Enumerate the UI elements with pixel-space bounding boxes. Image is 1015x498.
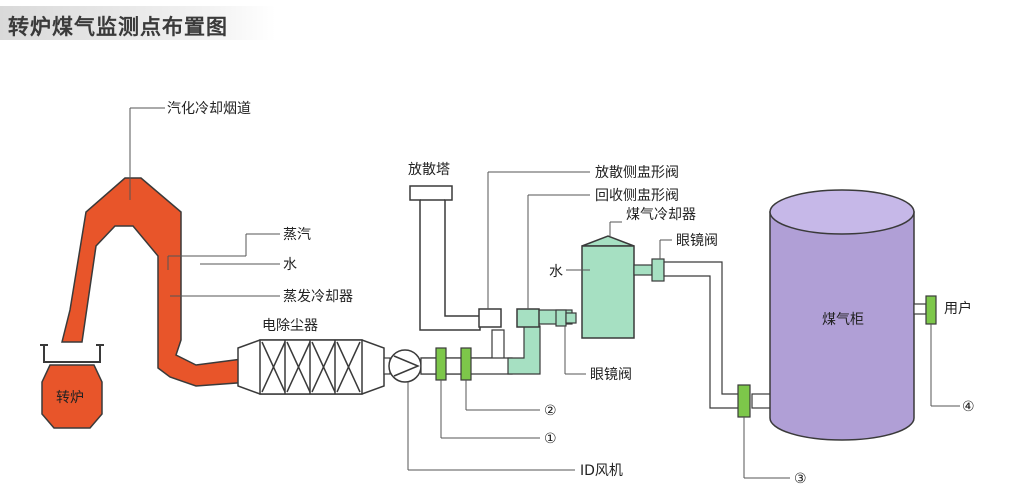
user-outlet: 用户 ④	[913, 295, 975, 415]
evap-cooler-labels: 蒸汽 水 蒸发冷却器	[167, 227, 353, 305]
cooler-water-label: 水	[549, 264, 563, 280]
precipitator: 电除尘器	[237, 318, 385, 395]
id-fan-label: ID风机	[580, 463, 623, 479]
diffusion-bell-valve	[478, 308, 502, 328]
steam-label: 蒸汽	[283, 227, 311, 243]
recovery-bell-valve	[516, 308, 540, 328]
recovery-valve-label: 回收侧盅形阀	[595, 188, 679, 204]
eye-valve-bottom-label: 眼镜阀	[590, 367, 632, 383]
point-2-label: ②	[544, 403, 557, 419]
point-4-label: ④	[962, 399, 975, 415]
monitor-point-3	[737, 384, 751, 418]
evap-cooler-label: 蒸发冷却器	[283, 289, 353, 305]
monitor-point-4	[925, 295, 937, 325]
eye-valve-top-label: 眼镜阀	[676, 233, 718, 249]
converter-label: 转炉	[56, 390, 84, 406]
point-1-label: ①	[544, 431, 557, 447]
point-3-label: ③	[794, 471, 807, 487]
cooling-flue: 汽化冷却烟道	[61, 101, 251, 387]
flue-label: 汽化冷却烟道	[167, 101, 251, 117]
monitor-point-1	[435, 347, 447, 381]
eye-valve-top: 眼镜阀	[633, 233, 718, 282]
precipitator-label: 电除尘器	[262, 318, 318, 334]
bell-valves: 放散侧盅形阀 回收侧盅形阀	[478, 165, 679, 328]
pipe-to-holder	[663, 261, 743, 409]
diffusion-valve-label: 放散侧盅形阀	[595, 165, 679, 181]
eye-valve-bottom: 眼镜阀	[555, 309, 632, 383]
gas-holder: 煤气柜	[769, 189, 915, 441]
gas-cooler-label: 煤气冷却器	[626, 207, 696, 223]
gas-holder-label: 煤气柜	[822, 312, 864, 328]
title-bar	[0, 6, 276, 40]
monitoring-points: ② ① ③	[435, 347, 807, 487]
monitor-point-2	[460, 347, 472, 381]
converter: 转炉	[40, 344, 104, 429]
diffusion-tower-label: 放散塔	[408, 162, 450, 178]
id-fan: ID风机	[388, 349, 623, 479]
user-label: 用户	[944, 300, 972, 317]
gas-cooler: 煤气冷却器 水	[549, 207, 696, 339]
diffusion-tower: 放散塔	[408, 162, 481, 331]
page-title: 转炉煤气监测点布置图	[8, 15, 228, 39]
recovery-pipe	[507, 325, 541, 375]
water-label: 水	[283, 257, 297, 273]
